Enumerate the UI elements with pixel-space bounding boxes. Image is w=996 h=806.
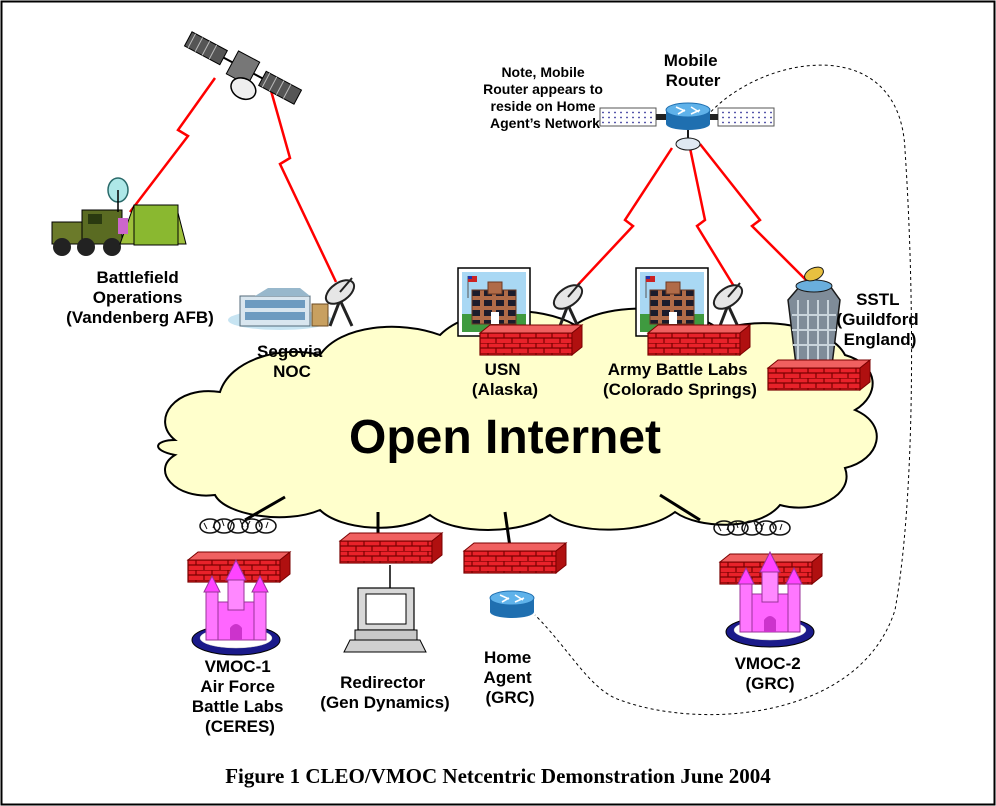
home-agent-label: Home Agent (GRC) xyxy=(484,648,537,707)
home-agent-router-icon xyxy=(489,590,535,619)
internet-cloud xyxy=(157,307,878,531)
segovia-label: Segovia NOC xyxy=(257,342,327,381)
vmoc1-label: VMOC-1 Air Force Battle Labs (CERES) xyxy=(192,657,288,736)
home-agent-firewall-icon xyxy=(463,542,567,574)
sstl-label: SSTL (Guildford England) xyxy=(837,290,924,349)
link-router-usn xyxy=(574,147,674,289)
redirector-label: Redirector (Gen Dynamics) xyxy=(320,673,449,712)
cloud-label: Open Internet xyxy=(349,411,661,464)
mobile-router-satellite-icon xyxy=(599,107,775,151)
usn-label: USN (Alaska) xyxy=(472,360,538,399)
redirector-firewall-icon xyxy=(339,532,443,564)
link-router-army xyxy=(688,147,737,289)
satellite-icon xyxy=(183,31,303,105)
segovia-building-icon xyxy=(228,288,332,330)
link-router-sstl xyxy=(699,143,809,283)
note-text: Note, Mobile Router appears to reside on… xyxy=(483,64,607,131)
army-dish-icon xyxy=(708,278,748,333)
battlefield-vehicle-icon xyxy=(51,177,187,256)
army-firewall-icon xyxy=(647,324,751,356)
usn-firewall-icon xyxy=(479,324,583,356)
army-label: Army Battle Labs (Colorado Springs) xyxy=(603,360,757,399)
vmoc1-razor-wire-icon xyxy=(199,518,277,534)
sstl-tower-icon xyxy=(787,266,841,366)
wireless-links xyxy=(129,77,809,289)
battlefield-label: Battlefield Operations (Vandenberg AFB) xyxy=(66,268,214,327)
link-sat-segovia xyxy=(266,79,338,283)
link-sat-battlefield xyxy=(129,77,217,213)
mobile-router-label: Mobile Router xyxy=(664,51,723,90)
figure-caption: Figure 1 CLEO/VMOC Netcentric Demonstrat… xyxy=(225,764,771,788)
sstl-firewall-icon xyxy=(767,359,871,391)
mobile-ip-tunnel xyxy=(534,64,913,716)
vmoc2-label: VMOC-2 (GRC) xyxy=(735,654,806,693)
mobile-router-icon xyxy=(665,102,711,131)
redirector-computer-icon xyxy=(343,587,427,653)
